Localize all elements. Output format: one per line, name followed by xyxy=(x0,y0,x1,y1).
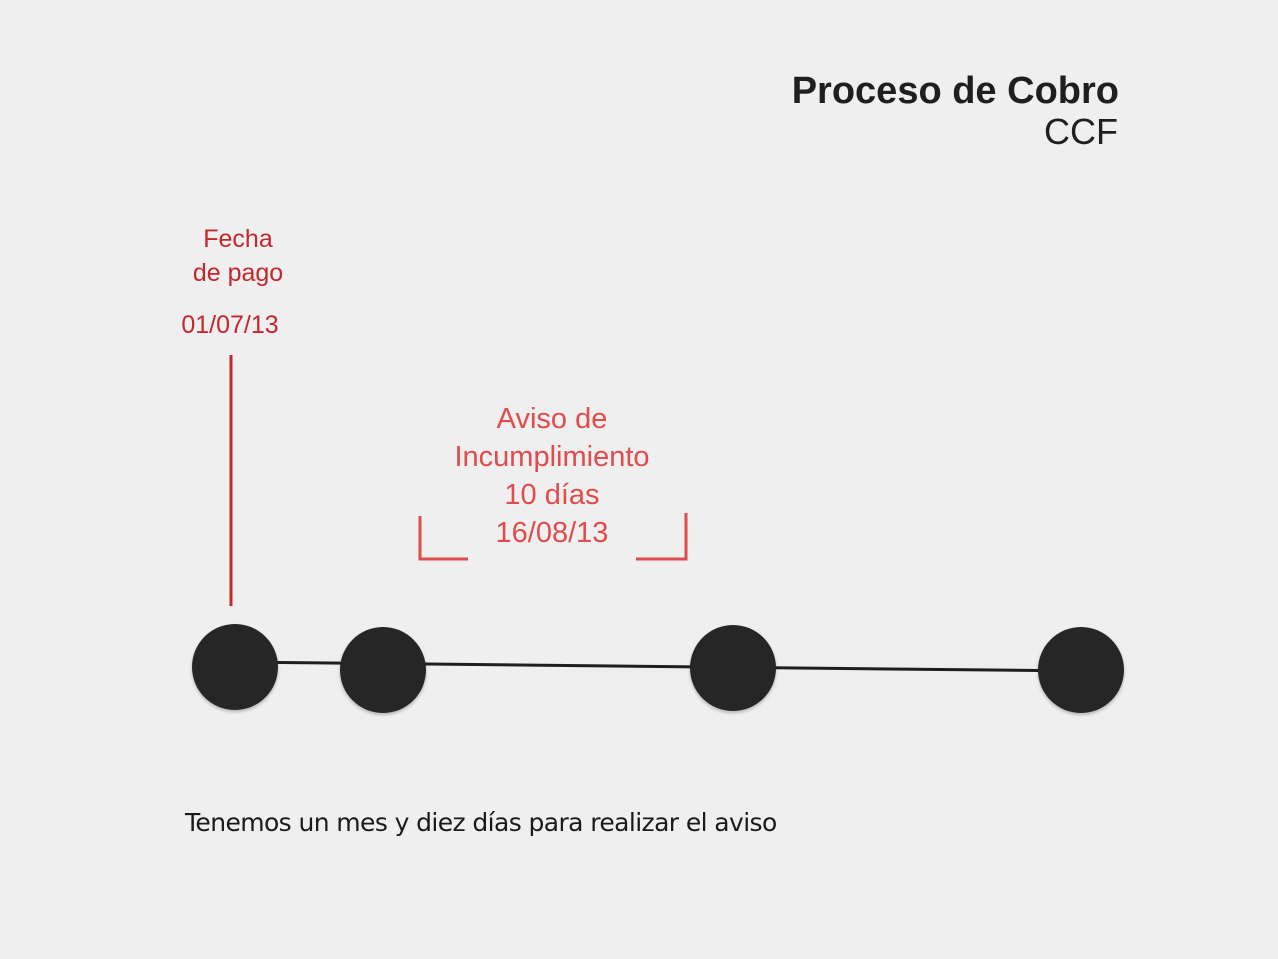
timeline-node-2 xyxy=(340,627,426,713)
timeline-node-4 xyxy=(1038,627,1124,713)
notice-line4: 16/08/13 xyxy=(495,517,609,549)
notice-bracket-left xyxy=(418,516,468,561)
timeline-node-1 xyxy=(192,624,278,710)
notice-label: Aviso de Incumplimiento 10 días 16/08/13 xyxy=(422,400,682,552)
notice-line2: Incumplimiento xyxy=(454,441,650,473)
caption-text: Tenemos un mes y diez días para realizar… xyxy=(185,808,777,837)
payment-date-value: 01/07/13 xyxy=(181,311,279,339)
payment-date-label: Fecha de pago xyxy=(168,222,308,290)
timeline-node-3 xyxy=(690,625,776,711)
payment-date-label-line2: de pago xyxy=(192,259,284,287)
notice-line3: 10 días xyxy=(504,479,600,511)
notice-line1: Aviso de xyxy=(496,403,608,435)
payment-date-label-line1: Fecha xyxy=(203,225,273,253)
notice-bracket-right xyxy=(636,513,688,561)
page-title: Proceso de Cobro xyxy=(791,70,1119,112)
page-subtitle: CCF xyxy=(1044,111,1118,152)
